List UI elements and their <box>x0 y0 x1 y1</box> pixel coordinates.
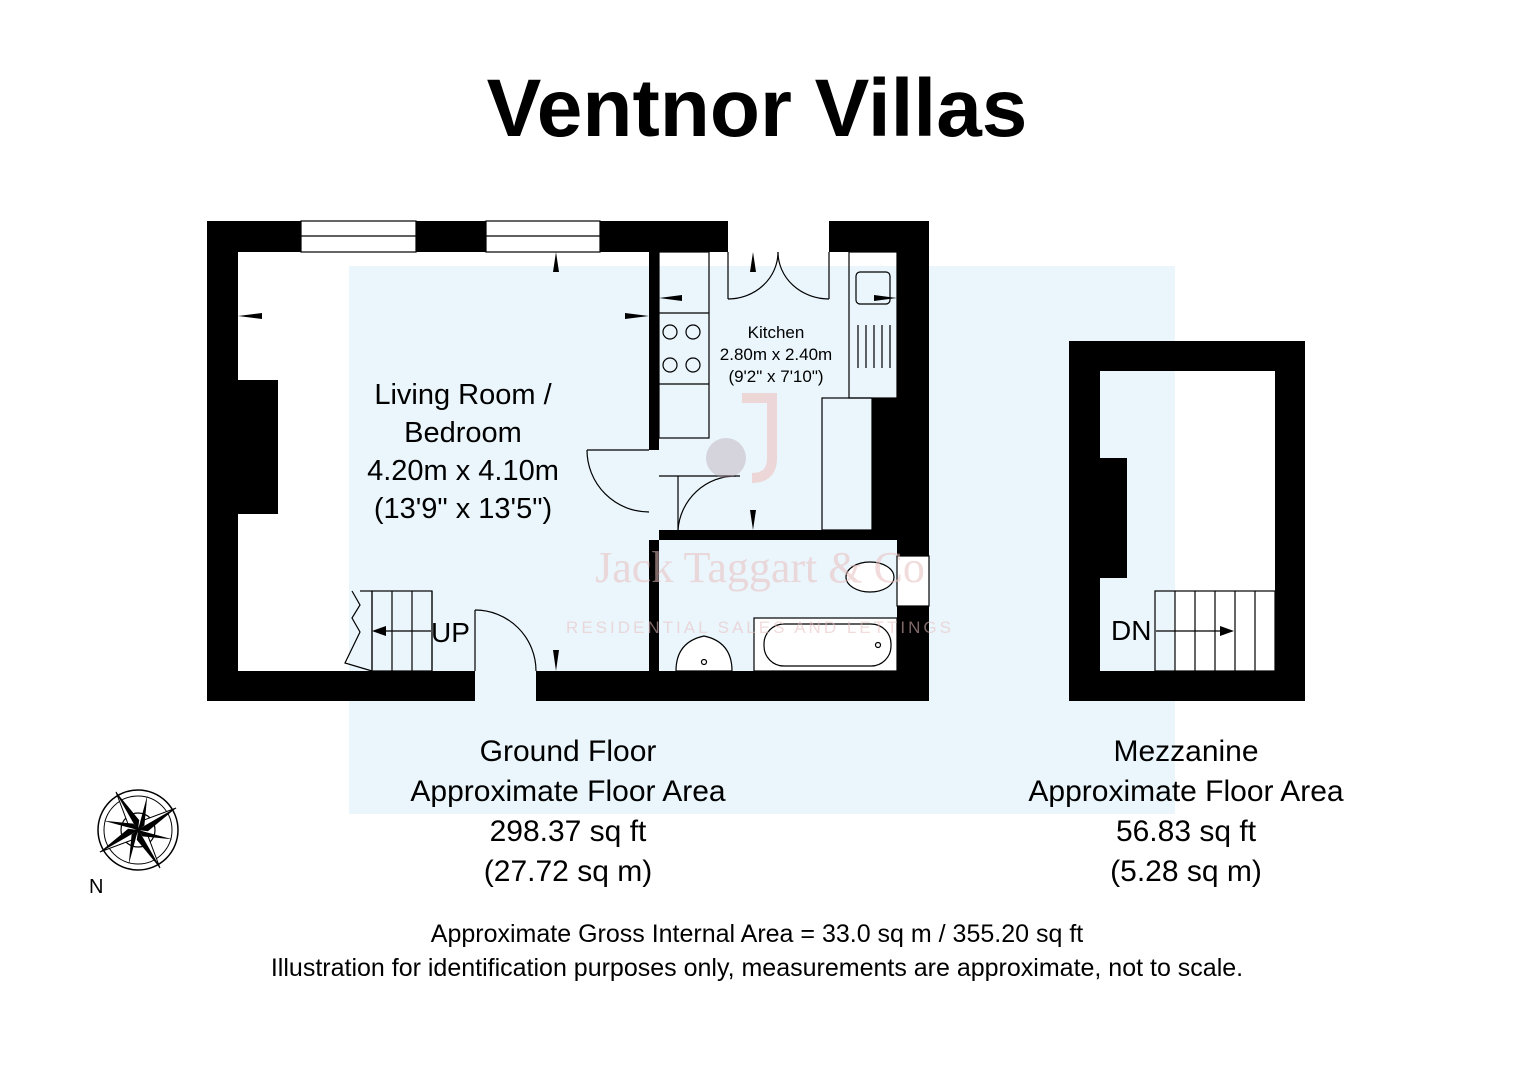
front-door <box>474 609 537 672</box>
living-room-name-line1: Living Room / <box>374 379 552 411</box>
partition-kitchen-living <box>649 252 659 450</box>
dimension-arrows <box>238 252 897 671</box>
plan-title: Ventnor Villas <box>486 63 1028 154</box>
stairs-down-arrow <box>1220 626 1234 636</box>
ground-floor-area-block: Ground Floor Approximate Floor Area 298.… <box>348 732 788 892</box>
stairs-up-label: UP <box>431 617 470 648</box>
partition-small-left <box>659 530 679 540</box>
mezzanine-stairs <box>1154 590 1276 672</box>
kitchen-metric: 2.80m x 2.40m <box>719 345 833 364</box>
mezzanine-chimney <box>1100 458 1127 578</box>
outer-wall-left <box>207 221 238 701</box>
kitchen-french-doors <box>727 251 830 300</box>
outer-wall-top-right <box>600 221 728 252</box>
kitchen-imperial: (9'2" x 7'10") <box>728 367 824 386</box>
living-room-label: Living Room / Bedroom 4.20m x 4.10m (13'… <box>338 376 588 528</box>
mezzanine-area-label: Approximate Floor Area <box>1028 775 1344 808</box>
ground-floor-name: Ground Floor <box>479 735 657 768</box>
kitchen-units <box>658 251 898 531</box>
watermark-agency-name: Jack Taggart & Co <box>595 543 925 592</box>
mezzanine-sq-ft: 56.83 sq ft <box>1115 815 1257 848</box>
mezzanine-sq-m: (5.28 sq m) <box>1110 855 1262 888</box>
partition-bath-kitchen <box>659 530 897 540</box>
disclaimer: Illustration for identification purposes… <box>270 954 1244 982</box>
gross-internal-area: Approximate Gross Internal Area = 33.0 s… <box>430 920 1084 948</box>
watermark-tagline: RESIDENTIAL SALES AND LETTINGS <box>566 618 954 637</box>
stairs-up-arrow <box>372 626 386 636</box>
outer-wall-right <box>897 221 929 701</box>
ground-windows <box>300 220 601 253</box>
compass-north-label: N <box>89 876 104 898</box>
ground-floor-sq-ft: 298.37 sq ft <box>489 815 647 848</box>
outer-wall-bottom-right <box>536 671 929 701</box>
kitchen-label: Kitchen 2.80m x 2.40m (9'2" x 7'10") <box>706 322 846 388</box>
outer-wall-bottom-left <box>207 671 475 701</box>
outer-wall-top-mid <box>416 221 486 252</box>
living-room-imperial: (13'9" x 13'5") <box>373 493 553 525</box>
stairs-down-label: DN <box>1111 615 1152 646</box>
partition-bath-living <box>649 540 659 671</box>
living-room-metric: 4.20m x 4.10m <box>367 455 559 487</box>
living-room-name-line2: Bedroom <box>404 417 522 449</box>
internal-doors <box>586 449 740 531</box>
ground-floor-area-label: Approximate Floor Area <box>410 775 726 808</box>
mezzanine-name: Mezzanine <box>1113 735 1259 768</box>
bathroom-fixtures <box>675 555 930 672</box>
watermark-emblem <box>706 393 777 483</box>
mezzanine-plan <box>1069 341 1305 701</box>
ground-floor-plan <box>207 221 929 701</box>
right-wall-pier <box>872 398 902 530</box>
chimney-breast <box>238 380 278 514</box>
mezzanine-area-block: Mezzanine Approximate Floor Area 56.83 s… <box>988 732 1384 892</box>
ground-floor-sq-m: (27.72 sq m) <box>483 855 653 888</box>
kitchen-name: Kitchen <box>747 323 805 342</box>
